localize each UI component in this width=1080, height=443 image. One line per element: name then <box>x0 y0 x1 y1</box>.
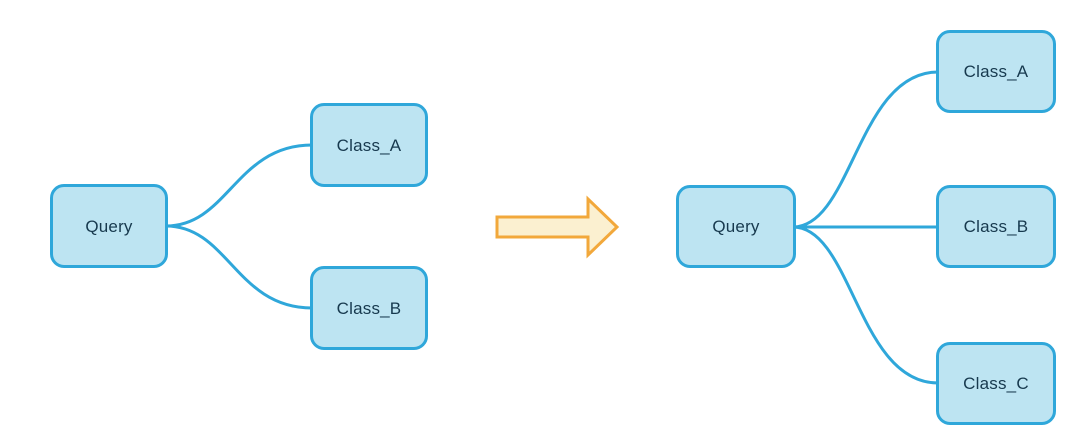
left-child-node-class-b-label: Class_B <box>336 298 402 318</box>
right-child-node-class-c-label: Class_C <box>963 374 1029 393</box>
left-child-node-class-a: Class_A <box>310 103 428 187</box>
left-child-node-class-b: Class_B <box>310 266 428 350</box>
right-child-node-class-b-label: Class_B <box>963 217 1029 236</box>
left-root-node-query: Query <box>50 184 168 268</box>
left-root-node-label: Query <box>85 216 133 236</box>
right-child-node-class-a-label: Class_A <box>963 62 1029 81</box>
expansion-arrow-icon <box>495 195 620 259</box>
left-child-node-class-a-label: Class_A <box>336 135 402 155</box>
connector-right-query-to-class-c <box>791 225 940 385</box>
right-child-node-class-b: Class_B <box>936 185 1056 268</box>
connector-left-query-to-class-b <box>164 224 314 310</box>
right-child-node-class-c: Class_C <box>936 342 1056 425</box>
connector-right-query-to-class-a <box>791 70 940 229</box>
connector-left-query-to-class-a <box>164 143 314 228</box>
right-child-node-class-a: Class_A <box>936 30 1056 113</box>
right-root-node-query: Query <box>676 185 796 268</box>
right-root-node-label: Query <box>712 217 760 236</box>
